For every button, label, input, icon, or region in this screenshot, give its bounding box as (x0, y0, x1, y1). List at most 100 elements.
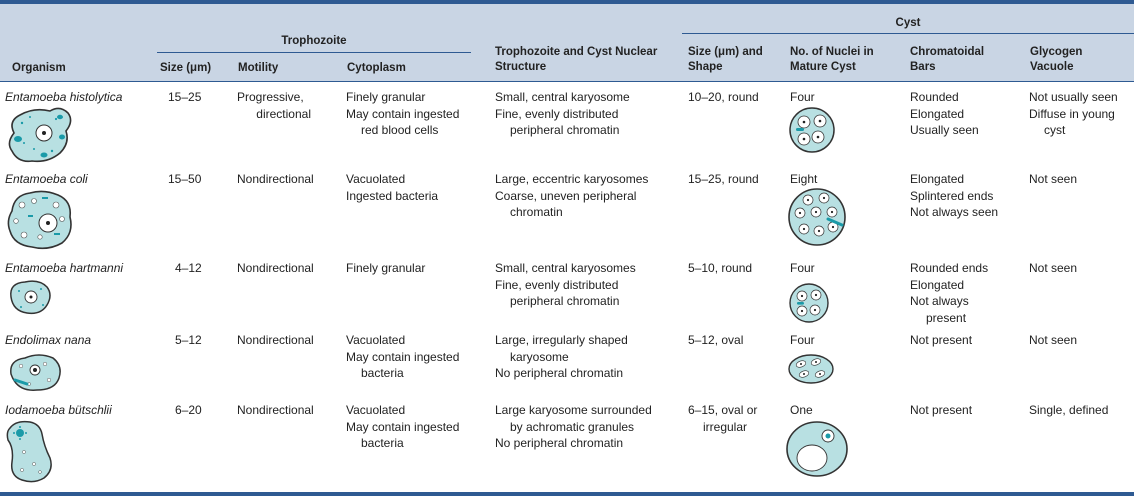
row5-organism: Iodamoeba bütschlii (5, 403, 112, 417)
row1-motility-1: Progressive, (237, 90, 304, 104)
col-header-chromatoidal-2: Bars (910, 61, 936, 73)
row4-nuclear-1: Large, irregularly shaped (495, 333, 628, 347)
row2-glycogen: Not seen (1029, 172, 1078, 186)
row4-nuclear-3: No peripheral chromatin (495, 366, 624, 380)
row3-nuclear-1: Small, central karyosomes (495, 261, 636, 275)
bottom-rule (0, 492, 1134, 496)
row5-nuclear-1: Large karyosome surrounded (495, 403, 652, 417)
row5-nuclear-2: by achromatic granules (510, 419, 635, 434)
row5-nuclei: One (790, 403, 813, 417)
iodamoeba-cyst-illustration (784, 418, 850, 480)
coli-trophozoite-illustration (4, 187, 76, 253)
hartmanni-cyst-illustration (787, 280, 831, 326)
row4-nuclear-2: karyosome (510, 349, 569, 364)
row5-chromatoidal: Not present (910, 403, 973, 417)
row4-nuclei: Four (790, 333, 815, 347)
iodamoeba-trophozoite-illustration (4, 418, 56, 484)
row3-motility: Nondirectional (237, 261, 314, 275)
cyst-group-rule (682, 33, 1134, 34)
row1-nuclear-3: peripheral chromatin (510, 123, 620, 137)
row3-nuclear-2: Fine, evenly distributed (495, 277, 619, 292)
row1-size: 15–25 (168, 90, 202, 104)
row5-nuclear-3: No peripheral chromatin (495, 436, 624, 450)
col-header-cyst-size-2: Shape (688, 61, 723, 73)
row3-chromatoidal-2: Elongated (910, 277, 965, 292)
row4-glycogen: Not seen (1029, 333, 1078, 347)
row1-chromatoidal-2: Elongated (910, 106, 965, 121)
row2-cyst-size: 15–25, round (688, 172, 759, 186)
header-rule (0, 81, 1134, 82)
col-header-nuclear-1: Trophozoite and Cyst Nuclear (495, 46, 658, 58)
row2-nuclear-2: Coarse, uneven peripheral (495, 188, 637, 203)
col-header-chromatoidal-1: Chromatoidal (910, 46, 985, 58)
col-header-nuclear-2: Structure (495, 61, 547, 73)
row5-cytoplasm-1: Vacuolated (346, 403, 406, 417)
row4-cytoplasm-3: bacteria (361, 366, 404, 380)
nana-trophozoite-illustration (5, 350, 65, 394)
histolytica-cyst-illustration (787, 104, 837, 156)
row3-cyst-size: 5–10, round (688, 261, 753, 275)
row3-chromatoidal-1: Rounded ends (910, 261, 989, 275)
row5-size: 6–20 (175, 403, 202, 417)
hartmanni-trophozoite-illustration (5, 277, 55, 317)
row2-nuclear-3: chromatin (510, 205, 563, 219)
row3-size: 4–12 (175, 261, 202, 275)
row4-cyst-size: 5–12, oval (688, 333, 744, 347)
row1-chromatoidal-3: Usually seen (910, 123, 979, 137)
row2-size: 15–50 (168, 172, 202, 186)
col-header-nuclei-1: No. of Nuclei in (790, 46, 874, 58)
row1-chromatoidal-1: Rounded (910, 90, 959, 104)
cyst-group-header: Cyst (895, 17, 921, 29)
row5-cytoplasm-2: May contain ingested (346, 419, 460, 434)
col-header-cyst-size-1: Size (μm) and (688, 46, 763, 58)
row4-size: 5–12 (175, 333, 202, 347)
row4-chromatoidal: Not present (910, 333, 973, 347)
row2-chromatoidal-2: Splintered ends (910, 188, 994, 203)
row3-glycogen: Not seen (1029, 261, 1078, 275)
row3-chromatoidal-4: present (926, 310, 967, 325)
row4-cytoplasm-1: Vacuolated (346, 333, 406, 347)
row3-nuclear-3: peripheral chromatin (510, 294, 620, 308)
top-rule (0, 0, 1134, 4)
row1-nuclei: Four (790, 90, 815, 104)
col-header-cytoplasm: Cytoplasm (347, 62, 406, 74)
row2-cytoplasm-1: Vacuolated (346, 172, 406, 186)
row3-organism: Entamoeba hartmanni (5, 261, 124, 275)
row5-glycogen: Single, defined (1029, 403, 1109, 417)
row5-cytoplasm-3: bacteria (361, 436, 404, 450)
row3-nuclei: Four (790, 261, 815, 275)
col-header-size: Size (μm) (160, 62, 212, 74)
col-header-organism: Organism (12, 62, 66, 74)
row3-cytoplasm: Finely granular (346, 261, 426, 275)
col-header-glycogen-2: Vacuole (1030, 61, 1074, 73)
nana-cyst-illustration (786, 352, 836, 386)
row5-motility: Nondirectional (237, 403, 314, 417)
coli-cyst-illustration (786, 185, 848, 249)
row2-motility: Nondirectional (237, 172, 314, 186)
row1-glycogen-2: Diffuse in young (1029, 106, 1115, 121)
row1-cytoplasm-3: red blood cells (361, 123, 439, 137)
row1-motility-2: directional (256, 106, 311, 121)
row2-chromatoidal-3: Not always seen (910, 205, 999, 219)
row1-organism: Entamoeba histolytica (5, 90, 123, 104)
histolytica-trophozoite-illustration (4, 103, 76, 167)
header-band (0, 4, 1134, 82)
row1-glycogen-1: Not usually seen (1029, 90, 1118, 104)
row2-nuclei: Eight (790, 172, 818, 186)
row4-organism: Endolimax nana (5, 333, 92, 347)
col-header-nuclei-2: Mature Cyst (790, 61, 856, 73)
row1-nuclear-1: Small, central karyosome (495, 90, 630, 104)
row2-cytoplasm-2: Ingested bacteria (346, 188, 439, 203)
row2-chromatoidal-1: Elongated (910, 172, 965, 186)
row1-nuclear-2: Fine, evenly distributed (495, 106, 619, 121)
row2-organism: Entamoeba coli (5, 172, 88, 186)
trophozoite-group-header: Trophozoite (281, 35, 347, 47)
row5-cyst-size-2: irregular (703, 419, 748, 434)
row2-nuclear-1: Large, eccentric karyosomes (495, 172, 649, 186)
row3-chromatoidal-3: Not always (910, 294, 969, 308)
col-header-motility: Motility (238, 62, 279, 74)
trophozoite-group-rule (157, 52, 471, 53)
row1-cyst-size: 10–20, round (688, 90, 759, 104)
row4-motility: Nondirectional (237, 333, 314, 347)
